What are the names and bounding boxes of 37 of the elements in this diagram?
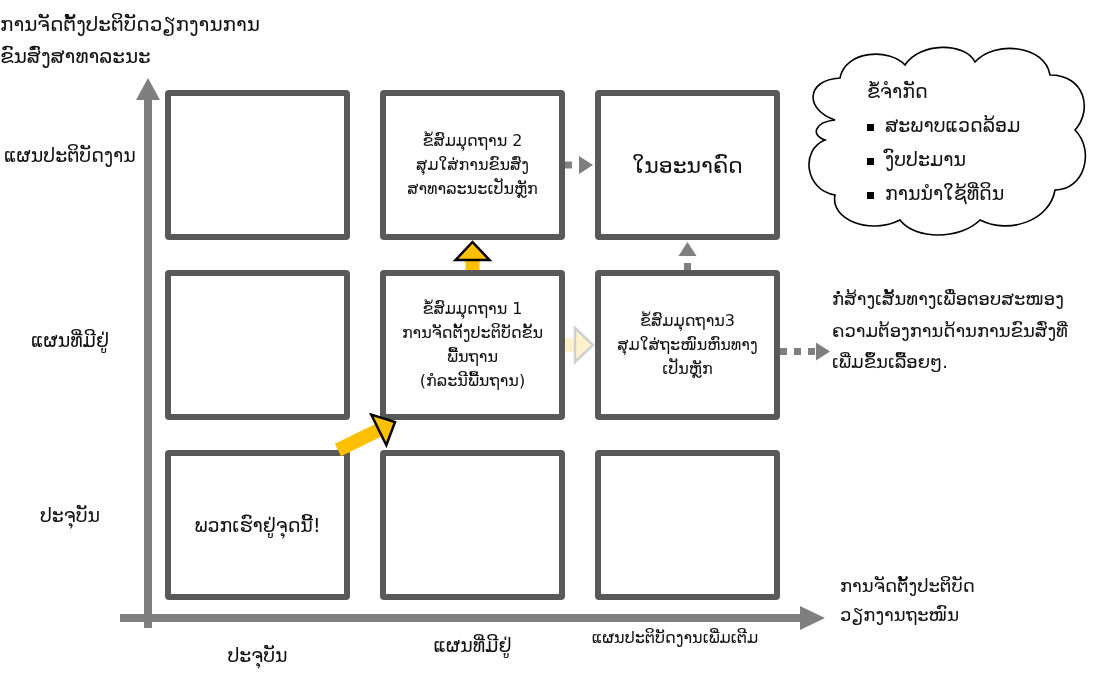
box-text: ໃນອະນາຄົດ <box>632 151 743 180</box>
arrow <box>454 240 491 270</box>
grid-cell <box>380 450 565 600</box>
bullet-item: ງົບປະມານ <box>885 147 967 173</box>
grid-cell <box>595 450 780 600</box>
arrow <box>565 326 595 364</box>
box-text: (ກໍລະນີພື້ນຖານ) <box>419 370 526 392</box>
box-heading: ຂໍ້ສົມມຸດຖານ 2 <box>422 130 523 153</box>
arrow <box>565 156 593 174</box>
arrow <box>780 342 830 361</box>
bullet-item: ການນຳໃຊ້ທີ່ດິນ <box>885 181 1005 207</box>
scenario-box <box>595 270 780 420</box>
bullet-item: ສະພາບແວດລ້ອມ <box>885 113 1021 138</box>
box-text: ພວກເຮົາຢູ່ຈຸດນີ້! <box>194 510 321 540</box>
axis-title: ການຈັດຕັ້ງປະຕິບັດວຽກງານຖະໜົນ <box>840 574 976 627</box>
cloud-heading: ຂໍ້ຈຳກັດ <box>867 79 928 104</box>
grid-cell <box>165 90 350 240</box>
box-text: ສຸມໃສ່ຖະໜົນຫົນທາງເປັນຫຼັກ <box>616 334 759 380</box>
box-heading: ຂໍ້ສົມມຸດຖານ 1 <box>422 298 523 321</box>
grid-cell <box>165 270 350 420</box>
box-text: ການຈັດຕັ້ງປະຕິບັດຂັ້ນພື້ນຖານ <box>400 322 545 368</box>
box-heading: ຂໍ້ສົມມຸດຖານ3 <box>640 310 735 333</box>
scenario-box <box>380 90 565 240</box>
arrow <box>334 413 397 457</box>
scenario-box <box>380 270 565 420</box>
column-label: ແຜນທີ່ມີຢູ່ <box>432 633 513 660</box>
row-label: ປະຈຸບັນ <box>0 500 140 531</box>
arrow <box>678 242 697 270</box>
row-label: ແຜນປະຕິບັດງານ <box>3 143 137 169</box>
scenario-box <box>165 450 350 600</box>
note-text: ກໍ່ສ້າງເສັ້ນທາງເພື່ອຕອບສະໜອງຄວາມຕ້ອງການດ້ານການຂົນສົ່ງທີ່ເພີ່ມຂຶ້ນເລື້ອຍໆ. <box>832 283 1094 378</box>
column-label: ແຜນປະຕິບັດງານເພີ່ມເຕີມ <box>590 627 760 649</box>
axis-title: ການຈັດຕັ້ງປະຕິບັດວຽກງານການຂົນສົ່ງສາທາລະນະ <box>0 11 261 70</box>
column-label: ປະຈຸບັນ <box>165 640 350 671</box>
scenario-box <box>595 90 780 240</box>
box-text: ສຸມໃສ່ການຂົນສົ່ງສາທາລະນະເປັນຫຼັກ <box>406 154 539 200</box>
row-label: ແຜນທີ່ມີຢູ່ <box>30 328 110 355</box>
